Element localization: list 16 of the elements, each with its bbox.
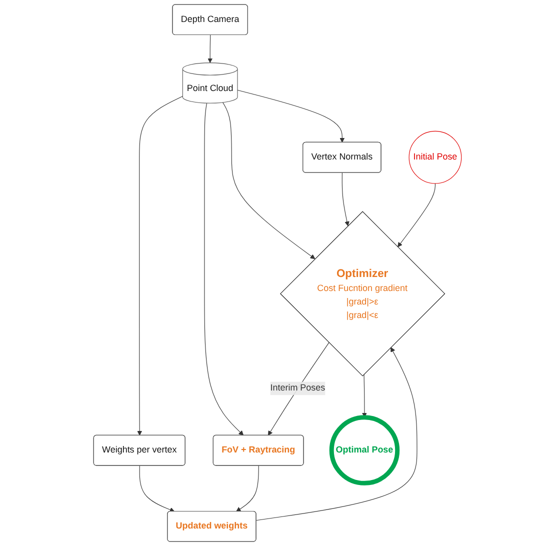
edge-label: Interim Poses bbox=[270, 383, 326, 393]
node-circle: Optimal Pose bbox=[329, 415, 400, 486]
arrow bbox=[237, 90, 345, 143]
arrow bbox=[222, 102, 316, 260]
arrow bbox=[137, 96, 183, 436]
arrow bbox=[204, 102, 244, 436]
arrow bbox=[139, 465, 175, 512]
node-diamond: Optimizer Cost Fucntion gradient |grad|>ε |grad|<ε bbox=[280, 211, 446, 376]
arrow bbox=[398, 183, 436, 248]
node-circle: Initial Pose bbox=[408, 130, 462, 184]
arrow bbox=[342, 172, 350, 226]
arrow bbox=[208, 34, 213, 64]
arrow bbox=[236, 465, 259, 512]
arrow bbox=[362, 374, 367, 418]
arrow bbox=[256, 347, 418, 521]
arrow bbox=[268, 342, 330, 436]
